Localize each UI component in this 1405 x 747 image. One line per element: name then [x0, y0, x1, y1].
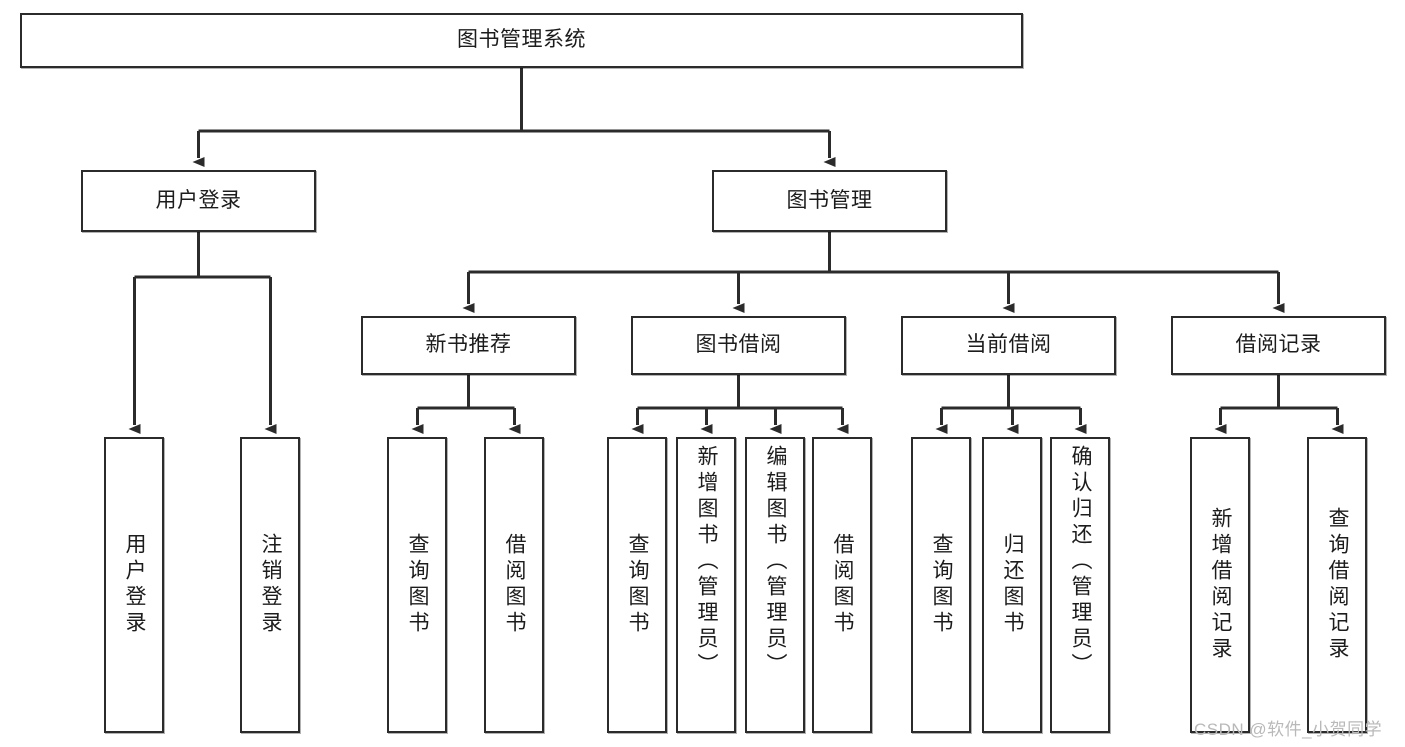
node-leaf-user-login[interactable]: 用户登录 — [104, 437, 164, 733]
node-leaf-current-confirm-return-label: 确认归还（管理员） — [1069, 445, 1093, 679]
node-leaf-borrow-edit-book-label: 编辑图书（管理员） — [764, 445, 788, 679]
node-user-login-label: 用户登录 — [155, 188, 242, 212]
node-leaf-record-add-label: 新增借阅记录 — [1209, 507, 1233, 663]
node-leaf-borrow-add-book[interactable]: 新增图书（管理员） — [676, 437, 736, 733]
node-leaf-rec-borrow-book-label: 借阅图书 — [503, 533, 527, 637]
node-leaf-record-query-label: 查询借阅记录 — [1326, 507, 1350, 663]
node-leaf-current-return-book[interactable]: 归还图书 — [982, 437, 1042, 733]
node-leaf-user-logout-label: 注销登录 — [259, 533, 283, 637]
node-root[interactable]: 图书管理系统 — [20, 13, 1023, 68]
node-leaf-current-query-book[interactable]: 查询图书 — [911, 437, 971, 733]
node-borrow-record[interactable]: 借阅记录 — [1171, 316, 1386, 375]
node-new-book-recommend-label: 新书推荐 — [425, 333, 512, 357]
node-leaf-borrow-add-book-label: 新增图书（管理员） — [695, 445, 719, 679]
node-leaf-current-query-book-label: 查询图书 — [930, 533, 954, 637]
node-leaf-rec-query-book[interactable]: 查询图书 — [387, 437, 447, 733]
node-root-label: 图书管理系统 — [457, 28, 586, 52]
node-leaf-current-return-book-label: 归还图书 — [1001, 533, 1025, 637]
node-book-manage-label: 图书管理 — [786, 188, 873, 212]
node-borrow-record-label: 借阅记录 — [1235, 333, 1322, 357]
node-leaf-borrow-edit-book[interactable]: 编辑图书（管理员） — [745, 437, 805, 733]
node-leaf-record-add[interactable]: 新增借阅记录 — [1190, 437, 1250, 733]
node-book-borrow-label: 图书借阅 — [695, 333, 782, 357]
node-book-borrow[interactable]: 图书借阅 — [631, 316, 846, 375]
node-leaf-rec-borrow-book[interactable]: 借阅图书 — [484, 437, 544, 733]
node-leaf-current-confirm-return[interactable]: 确认归还（管理员） — [1050, 437, 1110, 733]
node-book-manage[interactable]: 图书管理 — [712, 170, 947, 232]
node-user-login[interactable]: 用户登录 — [81, 170, 316, 232]
csdn-watermark: CSDN @软件_小贺同学 — [1194, 720, 1383, 739]
node-current-borrow[interactable]: 当前借阅 — [901, 316, 1116, 375]
node-leaf-borrow-query-book[interactable]: 查询图书 — [607, 437, 667, 733]
node-new-book-recommend[interactable]: 新书推荐 — [361, 316, 576, 375]
node-leaf-borrow-query-book-label: 查询图书 — [626, 533, 650, 637]
node-leaf-rec-query-book-label: 查询图书 — [406, 533, 430, 637]
node-leaf-user-logout[interactable]: 注销登录 — [240, 437, 300, 733]
node-leaf-record-query[interactable]: 查询借阅记录 — [1307, 437, 1367, 733]
node-current-borrow-label: 当前借阅 — [965, 333, 1052, 357]
node-leaf-borrow-borrow-book-label: 借阅图书 — [831, 533, 855, 637]
node-leaf-user-login-label: 用户登录 — [123, 533, 147, 637]
node-leaf-borrow-borrow-book[interactable]: 借阅图书 — [812, 437, 872, 733]
